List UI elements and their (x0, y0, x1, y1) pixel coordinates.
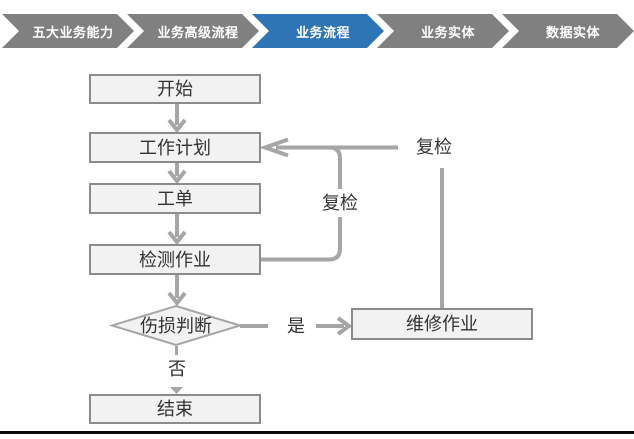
node-decision-label: 伤损判断 (140, 316, 212, 336)
edge-yes-to-repair-arrowhead (336, 316, 353, 336)
edge-no-to-end-arrowhead (170, 387, 183, 394)
edge-inspection-recheck-upper (328, 145, 342, 189)
nav-step-label: 业务流程 (295, 24, 350, 40)
node-end-label: 结束 (157, 399, 193, 419)
node-start (89, 74, 261, 104)
nav-step-advanced-process[interactable]: 业务高级流程 (127, 14, 259, 48)
node-end (89, 394, 261, 424)
node-repair (351, 308, 533, 340)
edge-inspection-to-decision-arrowhead (167, 291, 187, 307)
node-repair-label: 维修作业 (406, 314, 478, 334)
node-work-plan-label: 工作计划 (139, 138, 211, 158)
nav-step-business-entity[interactable]: 业务实体 (377, 14, 509, 48)
slide-bottom-border (0, 431, 634, 434)
node-work-order-label: 工单 (157, 189, 193, 209)
edge-recheck-arrowhead-into-plan (258, 137, 289, 158)
edge-order-to-inspection-arrowhead (167, 230, 187, 246)
edge-inspection-recheck-lower (260, 217, 342, 262)
node-work-plan (89, 132, 261, 163)
nav-step-label: 业务高级流程 (157, 24, 239, 40)
nav-step-label: 数据实体 (545, 24, 600, 40)
node-inspection (89, 244, 261, 275)
node-work-order (89, 183, 261, 214)
node-inspection-label: 检测作业 (139, 250, 211, 270)
nav-step-label: 业务实体 (420, 24, 475, 40)
breadcrumb-nav: 五大业务能力 业务高级流程 业务流程 业务实体 数据实体 (2, 14, 632, 48)
nav-step-five-capabilities[interactable]: 五大业务能力 (2, 14, 134, 48)
edge-label-yes: 是 (287, 316, 305, 336)
edge-plan-to-order-arrowhead (167, 169, 187, 185)
edge-label-recheck-inner: 复检 (322, 193, 358, 213)
edge-label-recheck-outer: 复检 (416, 137, 452, 157)
nav-step-data-entity[interactable]: 数据实体 (502, 14, 634, 48)
nav-step-business-process-active[interactable]: 业务流程 (252, 14, 384, 48)
edge-start-to-plan-arrowhead (167, 118, 187, 134)
edge-label-no: 否 (168, 359, 186, 379)
node-damage-decision-diamond (108, 304, 244, 347)
nav-step-label: 五大业务能力 (32, 24, 114, 40)
node-start-label: 开始 (157, 79, 193, 99)
